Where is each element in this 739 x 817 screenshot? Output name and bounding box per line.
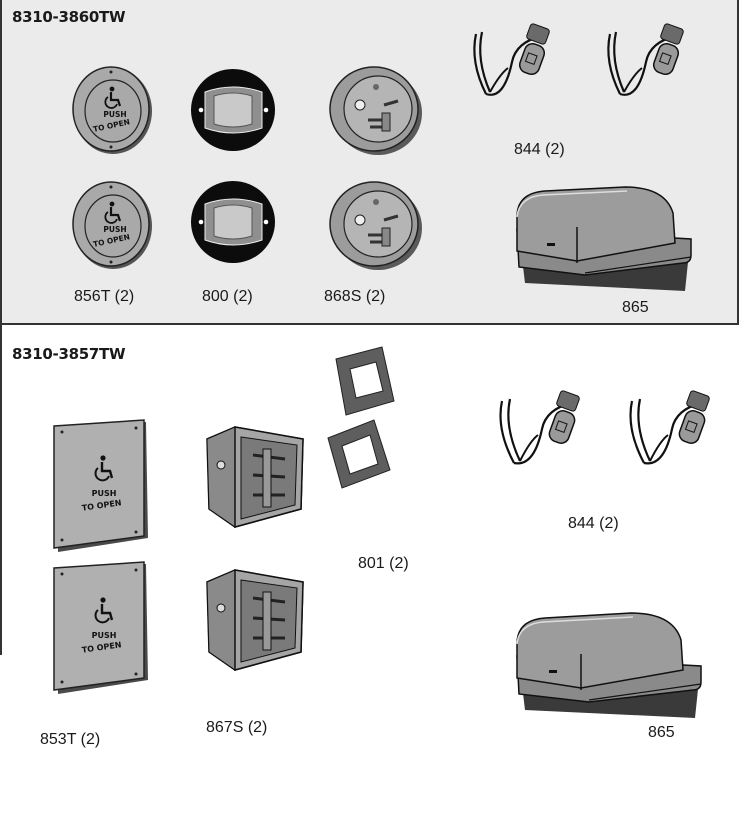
kit-title: 8310-3857TW	[12, 345, 126, 363]
wheelchair-icon	[94, 597, 114, 624]
push-text: PUSH	[92, 631, 117, 640]
square-push-plate-853t: PUSH TO OPEN	[52, 561, 150, 696]
wireless-transmitter-844	[622, 385, 722, 480]
wheelchair-icon	[94, 455, 114, 482]
kit-8310-3860tw-panel: 8310-3860TW PUSH TO OPEN	[0, 0, 739, 325]
part-label-844: 844 (2)	[514, 141, 565, 158]
wireless-transmitter-844	[464, 22, 564, 112]
receiver-865	[515, 608, 705, 720]
square-back-box-867s	[205, 425, 305, 529]
wheelchair-icon	[104, 201, 122, 224]
push-text: PUSH	[92, 489, 117, 498]
gasket-801	[328, 345, 400, 417]
part-label-844: 844 (2)	[568, 515, 619, 532]
round-push-plate-856t: PUSH TO OPEN	[70, 65, 154, 155]
square-back-box-867s	[205, 568, 305, 672]
black-ring-800	[190, 68, 276, 152]
wheelchair-icon	[104, 86, 122, 109]
part-label-865: 865	[622, 299, 649, 316]
kit-title: 8310-3860TW	[12, 8, 126, 26]
gasket-801	[324, 418, 396, 490]
black-ring-800	[190, 180, 276, 264]
part-label-868s: 868S (2)	[324, 288, 386, 305]
round-push-plate-856t: PUSH TO OPEN	[70, 180, 154, 270]
part-label-856t: 856T (2)	[74, 288, 135, 305]
round-back-box-868s	[328, 65, 424, 157]
part-label-865: 865	[648, 724, 675, 741]
receiver-865	[515, 183, 695, 293]
wireless-transmitter-844	[492, 385, 592, 480]
part-label-853t: 853T (2)	[40, 731, 101, 748]
part-label-867s: 867S (2)	[206, 719, 268, 736]
part-label-801: 801 (2)	[358, 555, 409, 572]
wireless-transmitter-844	[598, 22, 698, 112]
kit-8310-3857tw-panel: 8310-3857TW	[0, 325, 739, 655]
round-back-box-868s	[328, 180, 424, 272]
square-push-plate-853t: PUSH TO OPEN	[52, 419, 150, 554]
part-label-800: 800 (2)	[202, 288, 253, 305]
push-text: PUSH	[103, 110, 126, 119]
push-text: PUSH	[103, 225, 126, 234]
